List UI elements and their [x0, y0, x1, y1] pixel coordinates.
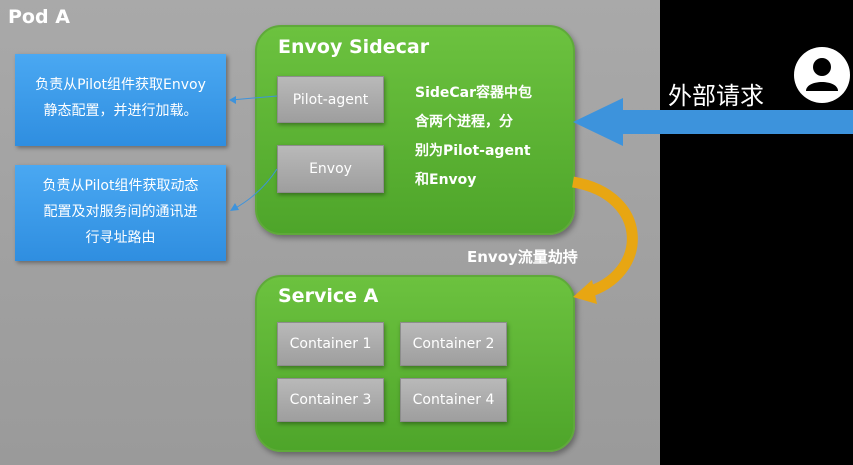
container-2: Container 2	[400, 322, 507, 366]
envoy-note-line: 负责从Pilot组件获取动态	[42, 178, 199, 194]
envoy-note: 负责从Pilot组件获取动态 配置及对服务间的通讯进 行寻址路由	[15, 165, 226, 261]
sidecar-title: Envoy Sidecar	[278, 36, 430, 58]
pilot-agent-note-line: 负责从Pilot组件获取Envoy	[35, 77, 206, 93]
container-1: Container 1	[277, 322, 384, 366]
sidecar-description: SideCar容器中包 含两个进程，分 别为Pilot-agent 和Envoy	[415, 79, 532, 195]
sidecar-description-line: SideCar容器中包	[415, 85, 533, 101]
user-icon	[794, 47, 850, 103]
container-3: Container 3	[277, 378, 384, 422]
envoy-box: Envoy	[277, 145, 384, 193]
pod-title: Pod A	[8, 6, 70, 28]
sidecar-description-line: 别为Pilot-agent	[415, 143, 531, 159]
container-4: Container 4	[400, 378, 507, 422]
sidecar-description-line: 和Envoy	[415, 172, 477, 188]
service-title: Service A	[278, 285, 379, 307]
pilot-agent-note-line: 静态配置，并进行加载。	[43, 103, 198, 119]
sidecar-description-line: 含两个进程，分	[415, 114, 513, 130]
pilot-agent-note: 负责从Pilot组件获取Envoy 静态配置，并进行加载。	[15, 54, 226, 146]
envoy-note-line: 行寻址路由	[85, 230, 156, 246]
pilot-agent-box: Pilot-agent	[277, 76, 384, 123]
envoy-note-line: 配置及对服务间的通讯进	[43, 204, 198, 220]
envoy-sidecar-box	[255, 25, 575, 235]
external-request-label: 外部请求	[668, 82, 764, 110]
hijack-label: Envoy流量劫持	[467, 248, 578, 266]
